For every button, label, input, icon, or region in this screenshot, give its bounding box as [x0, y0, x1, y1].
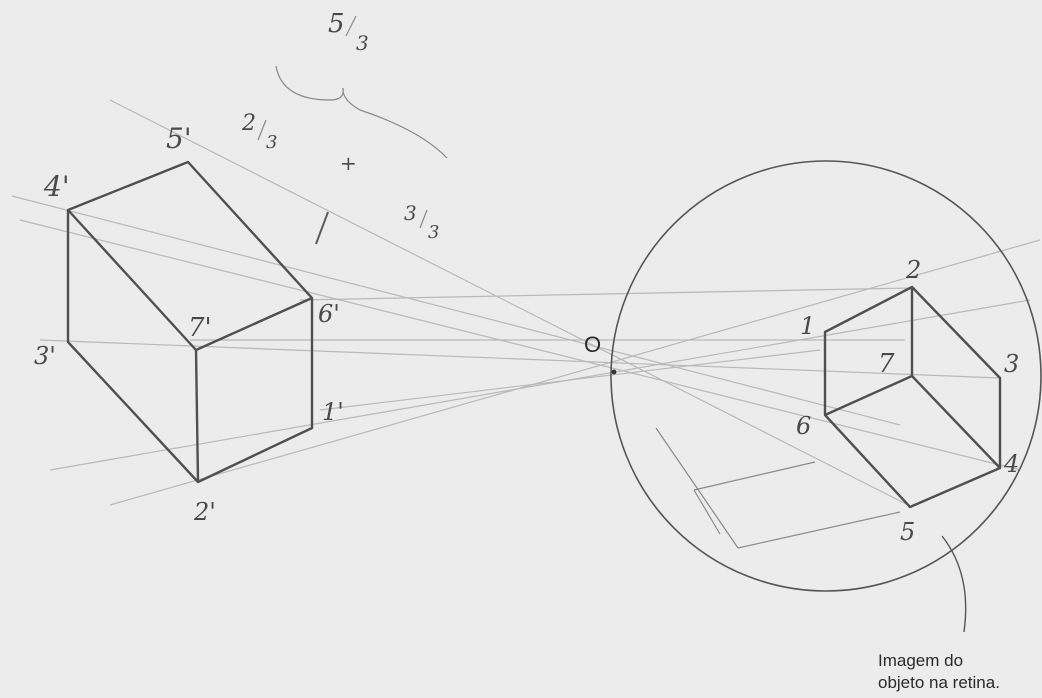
fraction-part1-numerator: 2 — [241, 111, 256, 136]
object-vertex-labels: 4' 5' 7' 6' 3' 1' 2' — [34, 122, 344, 526]
fraction-total-denominator: 3 — [356, 31, 369, 55]
projection-ray — [19, 219, 1021, 471]
fraction-total-numerator: 5 — [328, 9, 345, 39]
vertex-label-4-prime: 4' — [43, 170, 70, 203]
vertex-label-3-prime: 3' — [34, 342, 56, 370]
prism-front-edge — [194, 349, 200, 483]
eye-circle — [610, 160, 1042, 592]
brace — [275, 65, 448, 159]
construction-lines — [655, 427, 901, 549]
projection-rays — [11, 99, 1041, 506]
vertex-label-5-prime: 5' — [166, 122, 192, 155]
fraction-part2-numerator: 3 — [404, 201, 417, 225]
fraction-five-thirds: 5 3 — [328, 9, 369, 55]
retina-label-7: 7 — [878, 349, 895, 379]
fraction-part2-slash — [419, 209, 428, 229]
vertex-label-2-prime: 2' — [193, 498, 216, 526]
retina-label-1: 1 — [800, 312, 815, 340]
retina-label-5: 5 — [900, 518, 915, 546]
plus-sign: + — [340, 151, 357, 175]
projection-ray — [109, 239, 1041, 506]
prism-outline — [66, 160, 314, 484]
construction-line — [655, 427, 739, 549]
retina-label-2: 2 — [905, 256, 921, 284]
retina-label-4: 4 — [1003, 450, 1019, 478]
retina-image-edge — [911, 375, 1001, 469]
projection-ray — [319, 349, 821, 411]
projection-ray — [299, 287, 911, 301]
center-point — [611, 369, 617, 375]
retina-label-6: 6 — [796, 412, 811, 440]
retina-image-inner-edges — [824, 287, 914, 417]
projection-ray — [109, 99, 909, 506]
caption-line-2: objeto na retina. — [878, 673, 1000, 692]
fraction-three-thirds: 3 3 — [404, 201, 439, 243]
fraction-part1-slash — [257, 119, 267, 141]
construction-line — [693, 489, 721, 535]
object-prism — [66, 160, 314, 484]
vertex-label-7-prime: 7' — [188, 313, 212, 343]
fraction-two-thirds: 2 3 — [241, 111, 277, 153]
fraction-part2-denominator: 3 — [428, 222, 439, 243]
caption-pointer — [941, 535, 967, 633]
caption-line-1: Imagem do — [878, 651, 963, 670]
retina-image — [823, 285, 1002, 509]
construction-line — [737, 511, 901, 549]
fraction-part1-denominator: 3 — [266, 132, 277, 153]
vertex-label-6-prime: 6' — [318, 300, 340, 328]
projection-ray — [39, 339, 1001, 379]
retina-vertex-labels: 1 2 7 3 6 4 5 — [796, 256, 1019, 546]
center-label: O — [584, 332, 601, 357]
image-plane-tick — [315, 211, 329, 245]
vertex-label-1-prime: 1' — [322, 398, 344, 426]
projection-ray — [11, 195, 901, 426]
fraction-total-slash — [345, 15, 357, 37]
projection-ray — [49, 299, 1031, 471]
retina-label-3: 3 — [1004, 350, 1019, 378]
construction-line — [693, 461, 816, 491]
